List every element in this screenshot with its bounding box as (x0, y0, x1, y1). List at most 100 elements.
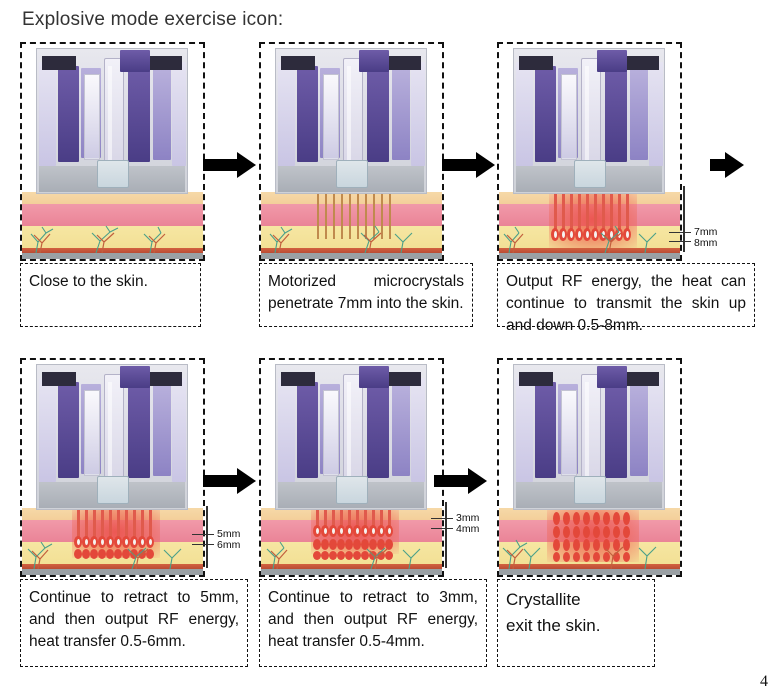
device-cap-right (623, 372, 659, 386)
arrow-4-5 (203, 468, 256, 494)
device-tip-window (97, 476, 129, 504)
device-pillar-outer-left (516, 62, 533, 166)
device-pillar-midright (605, 382, 627, 478)
device-tip-window (336, 476, 368, 504)
device-center-nozzle (343, 374, 363, 488)
base-layer (261, 569, 442, 575)
step-5-figure (259, 358, 444, 577)
step-1-figure (20, 42, 205, 261)
page-title: Explosive mode exercise icon: (22, 9, 284, 30)
device-pillar-right (630, 384, 648, 476)
arrow-5-6 (434, 468, 487, 494)
device-pillar-midright (367, 382, 389, 478)
device-pillar-outer-right (411, 62, 425, 166)
device-cap-right (146, 56, 182, 70)
dermis-layer (22, 204, 203, 226)
device-center-nozzle (104, 58, 124, 172)
measurement-label-lower: 4mm (456, 523, 480, 535)
device-pillar-outer-left (516, 378, 533, 482)
device-highlight (585, 66, 589, 162)
arrow-head (476, 152, 495, 178)
step-5-caption: Continue to retract to 3mm, and then out… (259, 579, 487, 667)
device-glass-left (561, 74, 577, 160)
device-glass-left (84, 390, 100, 476)
measurement-tick-lower (192, 544, 214, 546)
epidermis-layer (261, 192, 442, 204)
arrow-shaft (442, 159, 477, 171)
step-6-caption: Crystallite exit the skin. (497, 579, 655, 667)
step-6-illustration (499, 360, 680, 575)
device-pillar-outer-left (39, 62, 56, 166)
device-top-block (359, 50, 389, 72)
measurement-label-lower: 6mm (217, 539, 241, 551)
device-cap-right (146, 372, 182, 386)
device-pillar-left (297, 382, 318, 478)
arrow-shaft (203, 159, 238, 171)
arrow-shaft (434, 475, 469, 487)
device-center-nozzle (104, 374, 124, 488)
handpiece-device (36, 364, 188, 510)
step-3-illustration (499, 44, 680, 259)
device-center-nozzle (581, 374, 601, 488)
step-4-caption: Continue to retract to 5mm, and then out… (20, 579, 248, 667)
device-top-block (359, 366, 389, 388)
device-top-block (597, 366, 627, 388)
arrow-head (237, 152, 256, 178)
step-4-illustration (22, 360, 203, 575)
device-pillar-left (58, 66, 79, 162)
device-tip-window (97, 160, 129, 188)
device-pillar-right (392, 384, 410, 476)
device-pillar-midright (605, 66, 627, 162)
device-pillar-outer-right (649, 62, 663, 166)
base-layer (22, 253, 203, 259)
device-pillar-midright (367, 66, 389, 162)
muscle-layer (499, 564, 680, 569)
device-highlight (347, 382, 351, 478)
device-glass-left (323, 74, 339, 160)
measurement-label-upper: 3mm (456, 512, 480, 524)
device-cap-left (519, 372, 553, 386)
device-top-block (120, 366, 150, 388)
device-cap-right (623, 56, 659, 70)
vessel-network (269, 225, 413, 254)
device-pillar-outer-left (39, 378, 56, 482)
step-4-measurement: 5mm 6mm (192, 506, 262, 568)
arrow-head (237, 468, 256, 494)
device-cap-left (281, 372, 315, 386)
measurement-bar (445, 502, 447, 568)
muscle-layer (261, 248, 442, 253)
device-pillar-right (153, 384, 171, 476)
step-3-caption: Output RF energy, the heat can continue … (497, 263, 755, 334)
vessel-network (30, 225, 166, 254)
device-cap-right (385, 372, 421, 386)
handpiece-device (513, 48, 665, 194)
base-layer (499, 253, 680, 259)
device-pillar-outer-left (278, 378, 295, 482)
arrow-shaft (710, 159, 726, 171)
device-highlight (347, 66, 351, 162)
muscle-layer (22, 564, 203, 569)
step-2-figure (259, 42, 444, 261)
dermis-layer (261, 204, 442, 226)
step-5-illustration (261, 360, 442, 575)
step-2-caption: Motorized microcrystals penetrate 7mm in… (259, 263, 473, 327)
measurement-bar (206, 506, 208, 568)
device-tip-window (574, 160, 606, 188)
measurement-label-upper: 7mm (694, 226, 718, 238)
device-center-nozzle (343, 58, 363, 172)
vessel-network (502, 539, 657, 570)
device-pillar-left (535, 66, 556, 162)
device-highlight (585, 382, 589, 478)
hypodermis-layer (261, 226, 442, 252)
device-pillar-right (392, 68, 410, 160)
step-5-measurement: 3mm 4mm (431, 502, 501, 568)
handpiece-device (275, 48, 427, 194)
step-1-caption: Close to the skin. (20, 263, 201, 327)
measurement-tick-upper (192, 534, 214, 536)
device-cap-right (385, 56, 421, 70)
device-pillar-outer-right (172, 62, 186, 166)
device-pillar-outer-left (278, 62, 295, 166)
measurement-bar (683, 186, 685, 252)
base-layer (261, 253, 442, 259)
